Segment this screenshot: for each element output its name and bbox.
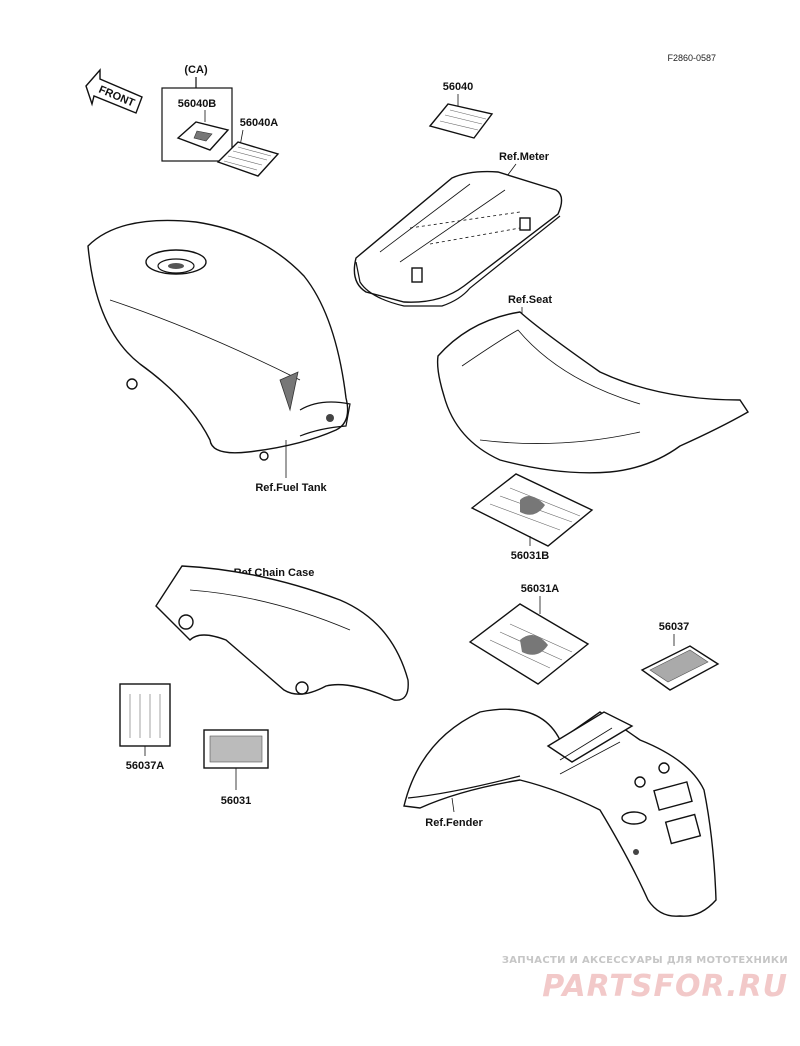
decal-56040	[428, 103, 494, 139]
decal-56031B-group: 56031B	[470, 473, 594, 562]
decal-56037-group: 56037	[640, 621, 720, 691]
label-56040: 56040	[443, 81, 474, 93]
meter-assembly: Ref.Meter	[353, 151, 563, 307]
decal-56037A-group: 56037A	[119, 683, 171, 772]
label-56040B: 56040B	[178, 98, 217, 110]
label-ref-fender: Ref.Fender	[425, 817, 483, 829]
ca-group-label: (CA)	[184, 64, 208, 76]
label-56031B: 56031B	[511, 550, 550, 562]
ca-group-box	[161, 87, 233, 162]
decal-56040A	[216, 141, 280, 177]
label-ref-seat: Ref.Seat	[508, 294, 552, 306]
label-ref-fuel-tank: Ref.Fuel Tank	[255, 482, 327, 494]
seat: Ref.Seat	[436, 294, 749, 474]
decal-56031A-group: 56031A	[468, 583, 590, 685]
decal-56040-group: 56040	[428, 81, 494, 139]
rear-fender: Ref.Fender	[403, 708, 717, 917]
label-56031: 56031	[221, 795, 252, 807]
label-56040A: 56040A	[240, 117, 279, 129]
label-56031A: 56031A	[521, 583, 560, 595]
front-arrow-icon: FRONT	[85, 68, 143, 114]
label-ref-meter: Ref.Meter	[499, 151, 550, 163]
decal-56037A	[119, 683, 171, 747]
watermark-line1: ЗАПЧАСТИ И АКСЕССУАРЫ ДЛЯ МОТОТЕХНИКИ	[502, 955, 788, 966]
chain-case: Ref.Chain Case	[155, 565, 409, 701]
ca-decal-group: (CA) 56040B 56040A	[161, 64, 280, 177]
fuel-tank: Ref.Fuel Tank	[87, 219, 351, 494]
diagram-code: F2860-0587	[667, 53, 716, 63]
label-56037A: 56037A	[126, 760, 165, 772]
label-56037: 56037	[659, 621, 690, 633]
decal-56031-group: 56031	[203, 729, 269, 807]
watermark: ЗАПЧАСТИ И АКСЕССУАРЫ ДЛЯ МОТОТЕХНИКИ PA…	[502, 955, 788, 1004]
watermark-line2: PARTSFOR.RU	[542, 969, 788, 1004]
